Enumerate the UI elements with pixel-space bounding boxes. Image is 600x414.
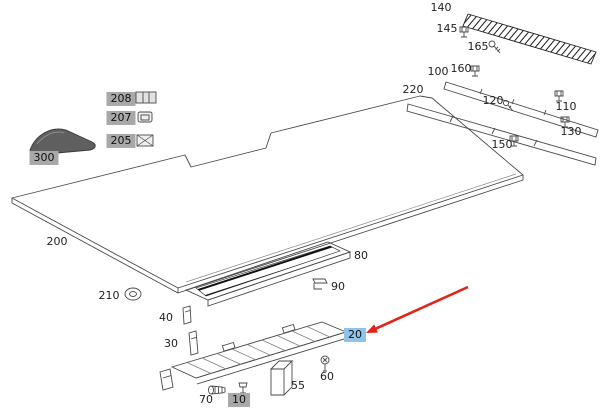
part-label-120[interactable]: 120 [482,93,504,107]
clip-icon-160 [470,65,480,77]
part-drawing-module-207 [137,111,153,123]
part-label-20-selected[interactable]: 20 [344,327,366,343]
part-drawing-grommet-210 [124,287,142,301]
clip-icon-145 [459,26,469,38]
part-drawing-rail-100 [443,81,599,138]
fastener-icon-60 [320,355,330,372]
part-label-200[interactable]: 200 [46,234,68,248]
part-label-55[interactable]: 55 [291,378,305,392]
part-drawing-rail-220 [406,103,597,166]
part-label-150[interactable]: 150 [491,137,513,151]
part-drawing-bracket-40 [182,305,192,325]
part-label-110[interactable]: 110 [555,99,577,113]
part-drawing-box-55 [269,359,294,396]
part-drawing-module-205 [136,134,154,147]
part-drawing-module-208 [135,91,157,104]
part-label-205[interactable]: 205 [106,133,136,149]
part-label-145[interactable]: 145 [436,21,458,35]
part-label-300[interactable]: 300 [29,150,59,166]
part-label-208[interactable]: 208 [106,91,136,107]
clip-icon-150 [509,135,519,147]
part-label-40[interactable]: 40 [159,310,173,324]
part-label-10[interactable]: 10 [228,392,250,408]
part-drawing-sill-strip-140 [462,13,597,65]
part-label-80[interactable]: 80 [354,248,368,262]
selection-arrow-icon [366,285,469,333]
part-drawing-bracket-90 [312,278,328,290]
part-label-130[interactable]: 130 [560,124,582,138]
part-label-210[interactable]: 210 [98,288,120,302]
screw-icon-120 [502,99,514,112]
part-label-70[interactable]: 70 [199,392,213,406]
part-label-220[interactable]: 220 [402,82,424,96]
part-drawing-floor-panel-200 [11,95,524,294]
part-label-165[interactable]: 165 [467,39,489,53]
clip-icon-130 [560,116,570,128]
part-label-160[interactable]: 160 [450,61,472,75]
part-label-90[interactable]: 90 [331,279,345,293]
part-label-207[interactable]: 207 [106,110,136,126]
part-label-30[interactable]: 30 [164,336,178,350]
part-drawing-trim-strip-80 [184,241,352,307]
clip-icon-110 [554,90,564,102]
part-drawing-end-bracket [159,368,174,391]
clip-icon-10 [238,382,248,394]
screw-icon-165 [488,40,501,54]
part-drawing-bracket-30 [188,330,199,356]
part-label-60[interactable]: 60 [320,369,334,383]
part-label-100[interactable]: 100 [427,64,449,78]
part-label-140[interactable]: 140 [430,0,452,14]
bolt-icon-70 [208,385,226,395]
